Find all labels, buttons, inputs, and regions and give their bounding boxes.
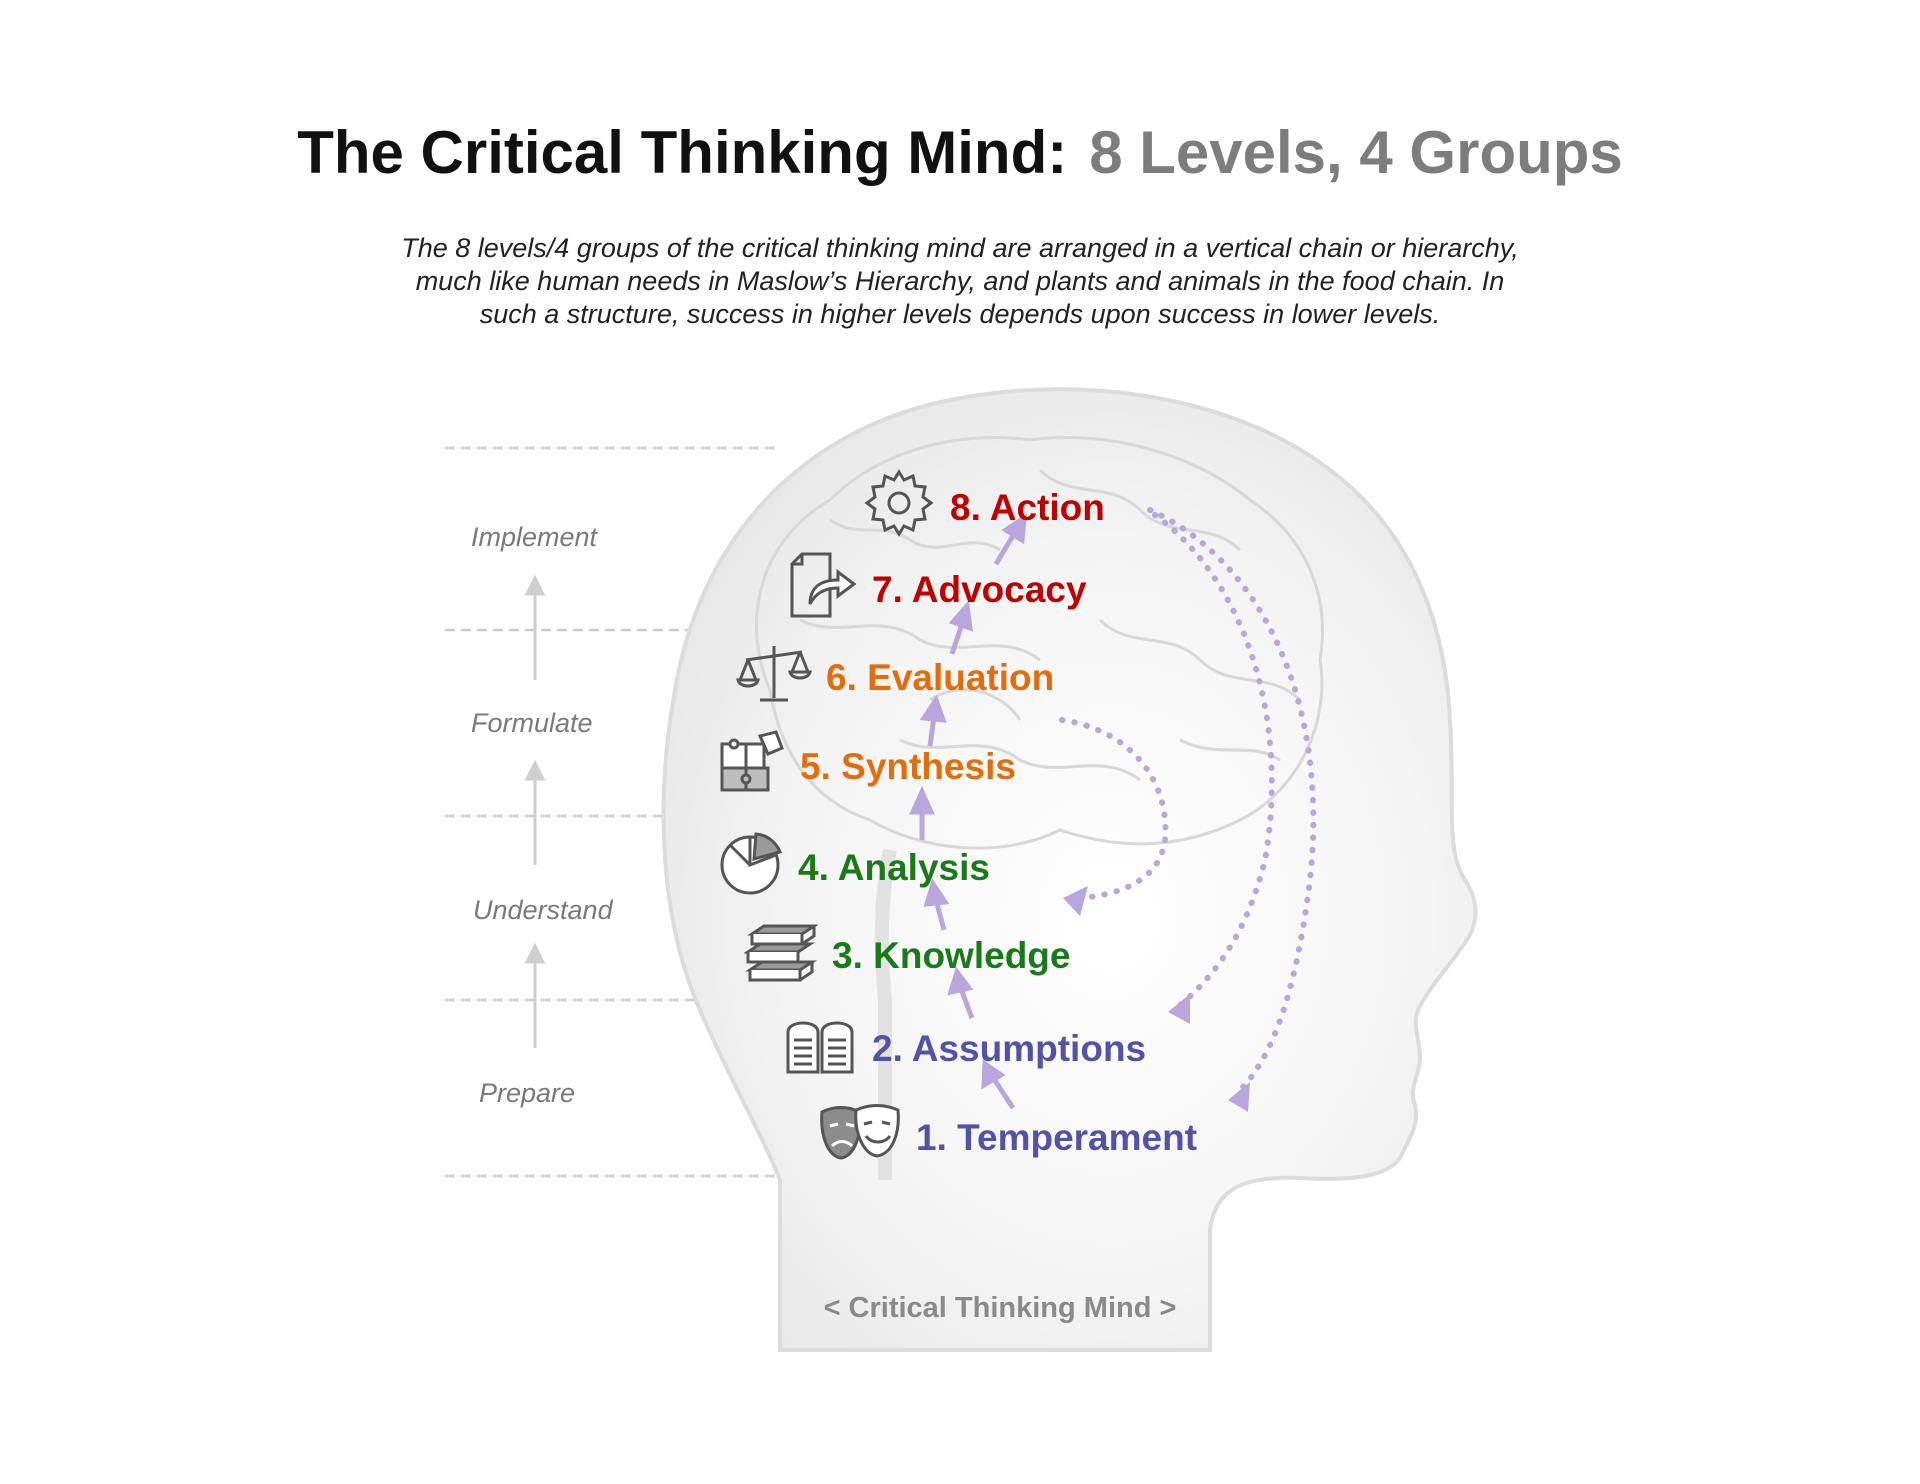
level-label: 2. Assumptions	[872, 1027, 1147, 1069]
pie-chart-icon	[716, 830, 784, 905]
progress-arrow	[949, 623, 965, 655]
level-arrows	[909, 513, 1027, 1110]
title-sub: 8 Levels, 4 Groups	[1089, 119, 1623, 186]
level-label: 1. Temperament	[916, 1116, 1198, 1158]
feedback-arrow-head	[1063, 886, 1088, 916]
feedback-arrow-head	[1168, 994, 1190, 1024]
level-5: 5. Synthesis	[718, 730, 1016, 803]
group-label-prepare: Prepare	[479, 1078, 576, 1108]
description-line: much like human needs in Maslow’s Hierar…	[415, 266, 1505, 296]
progress-arrow-head	[919, 694, 947, 723]
progress-arrow-head	[981, 1059, 1006, 1090]
group-arrow-head	[524, 759, 546, 781]
group-arrow-head	[524, 942, 546, 964]
level-label: 8. Action	[950, 486, 1105, 528]
books-icon	[743, 916, 819, 995]
gear-icon	[862, 466, 936, 549]
brain-illustration	[755, 436, 1324, 1180]
theater-masks-icon	[818, 1102, 902, 1173]
group-arrow-head	[524, 574, 546, 596]
level-3: 3. Knowledge	[743, 916, 1071, 995]
description-line: The 8 levels/4 groups of the critical th…	[401, 233, 1519, 263]
level-8: 8. Action	[862, 466, 1105, 549]
group-label-understand: Understand	[473, 895, 613, 925]
feedback-arrows	[1059, 507, 1317, 1093]
description-line: such a structure, success in higher leve…	[479, 299, 1441, 329]
feedback-arrow	[1147, 507, 1317, 1093]
feedback-arrow	[1152, 512, 1275, 1008]
scales-icon	[736, 642, 812, 713]
level-7: 7. Advocacy	[786, 550, 1087, 629]
level-label: 3. Knowledge	[832, 934, 1071, 976]
group-arrows	[524, 574, 546, 1048]
title-main: The Critical Thinking Mind:	[297, 119, 1068, 186]
level-label: 5. Synthesis	[800, 745, 1016, 787]
level-6: 6. Evaluation	[736, 642, 1054, 713]
group-label-implement: Implement	[471, 522, 598, 552]
puzzle-icon	[718, 730, 786, 803]
level-2: 2. Assumptions	[784, 1012, 1146, 1085]
tablets-icon	[784, 1012, 858, 1085]
progress-arrow-head	[947, 966, 974, 996]
level-label: 7. Advocacy	[872, 568, 1087, 610]
level-4: 4. Analysis	[716, 830, 990, 905]
progress-arrow-head	[948, 600, 974, 632]
progress-arrow	[989, 1074, 1016, 1110]
progress-arrow-head	[909, 785, 935, 815]
feedback-arrow-heads	[1063, 886, 1250, 1112]
head-caption: < Critical Thinking Mind >	[823, 1292, 1177, 1324]
level-label: 6. Evaluation	[826, 656, 1055, 698]
level-1: 1. Temperament	[818, 1102, 1197, 1173]
description: The 8 levels/4 groups of the critical th…	[330, 232, 1590, 331]
document-share-icon	[786, 550, 858, 629]
progress-arrow	[993, 532, 1017, 566]
feedback-arrow-head	[1228, 1082, 1250, 1112]
progress-arrow-head	[1001, 513, 1027, 545]
feedback-arrow	[1059, 717, 1169, 901]
progress-arrow-head	[923, 878, 950, 907]
page-title: The Critical Thinking Mind: 8 Levels, 4 G…	[0, 118, 1920, 187]
group-label-formulate: Formulate	[471, 708, 593, 738]
level-label: 4. Analysis	[798, 846, 990, 888]
